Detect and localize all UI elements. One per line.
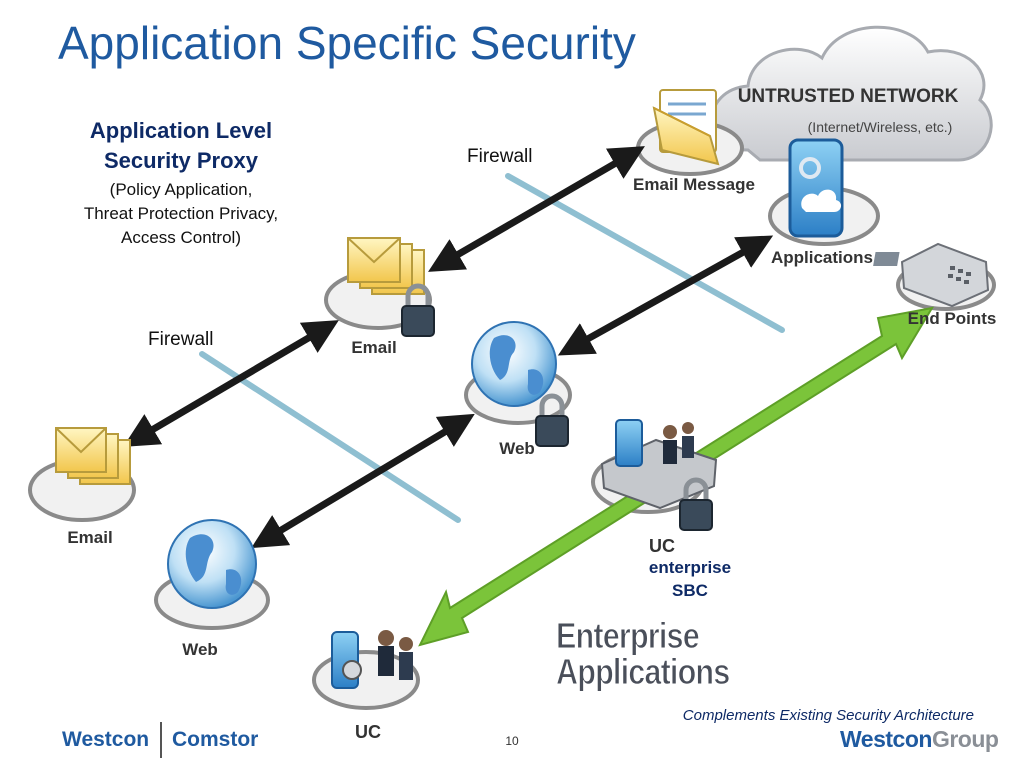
enterprise-applications-line2: Applications <box>556 651 731 692</box>
footer-tagline: Complements Existing Security Architectu… <box>682 707 974 724</box>
node-label-uc-internal: UC <box>355 722 381 742</box>
logo-divider <box>160 722 162 758</box>
firewall-label-lower: Firewall <box>148 329 214 350</box>
node-label-web-internal: Web <box>182 640 218 659</box>
proxy-heading-line2: Security Proxy <box>103 148 259 173</box>
arrow-web-internal-to-web-proxy <box>251 413 475 549</box>
envelope-icon <box>652 89 720 166</box>
page-title: Application Specific Security <box>58 17 636 69</box>
enterprise-applications-label: Enterprise Applications <box>556 615 731 692</box>
proxy-details-line2: Threat Protection Privacy, <box>83 204 279 223</box>
lock-icon <box>679 477 713 531</box>
envelope-stack-icon <box>55 427 131 485</box>
node-label-web-proxy: Web <box>499 439 535 458</box>
proxy-heading-line1: Application Level <box>89 118 273 143</box>
enterprise-applications-line1: Enterprise <box>556 615 701 656</box>
arrow-email-internal-to-email-proxy <box>123 320 339 447</box>
arrow-web-proxy-to-applications <box>557 235 774 356</box>
uc-device-icon <box>331 630 413 689</box>
untrusted-network-cloud: UNTRUSTED NETWORK (Internet/Wireless, et… <box>710 25 993 162</box>
cloud-subtitle: (Internet/Wireless, etc.) <box>808 119 953 135</box>
westcon-group-logo-part1: Westcon <box>840 726 932 752</box>
proxy-heading: Application Level Security Proxy <box>46 116 316 176</box>
lock-icon <box>535 393 569 447</box>
arrow-email-proxy-to-email-message <box>428 146 645 272</box>
node-label-email-proxy: Email <box>351 338 396 357</box>
envelope-stack-icon <box>347 237 425 295</box>
comstor-logo: Comstor <box>172 728 259 751</box>
sbc-label-line2: SBC <box>672 581 708 600</box>
lock-icon <box>401 283 435 337</box>
page-number: 10 <box>505 734 519 748</box>
applications-icon <box>788 138 844 238</box>
westcon-group-logo-part2: Group <box>931 726 999 752</box>
node-label-uc-sbc: UC <box>649 536 675 556</box>
westcon-group-logo: WestconGroup <box>840 726 999 753</box>
proxy-details: (Policy Application, Threat Protection P… <box>46 178 316 250</box>
globe-icon <box>167 519 257 609</box>
firewall-label-upper: Firewall <box>467 146 533 167</box>
desk-phone-icon <box>873 242 990 308</box>
westcon-logo: Westcon <box>62 728 150 751</box>
cloud-title: UNTRUSTED NETWORK <box>738 86 959 107</box>
sbc-label-line1: enterprise <box>648 558 732 577</box>
node-label-email-message: Email Message <box>633 175 755 194</box>
enterprise-sbc-label: enterprise SBC <box>628 556 752 602</box>
connection-arrows <box>123 146 774 549</box>
proxy-details-line3: Access Control) <box>121 228 241 247</box>
globe-icon <box>471 321 557 407</box>
proxy-details-line1: (Policy Application, <box>109 180 253 199</box>
node-label-email-internal: Email <box>67 528 112 547</box>
node-label-applications: Applications <box>771 248 873 267</box>
node-label-end-points: End Points <box>908 309 997 328</box>
